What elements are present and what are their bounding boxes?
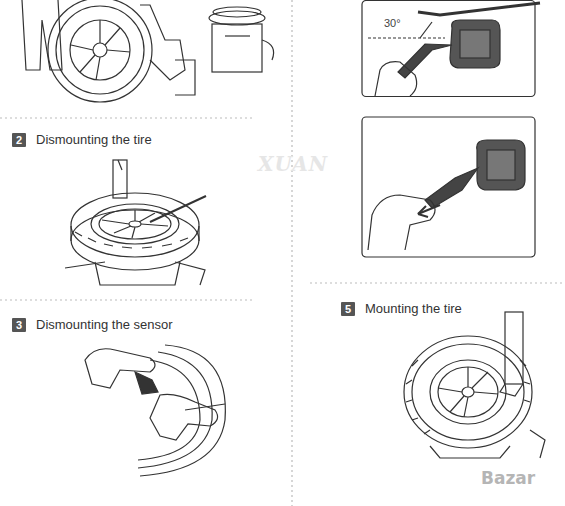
detail-panel: 30° <box>362 0 536 97</box>
callout-number: 3 <box>16 319 22 331</box>
watermark: Bazar <box>478 468 538 488</box>
callout-number: 5 <box>345 303 351 315</box>
angle-label: 30° <box>384 17 401 29</box>
callout-number: 2 <box>16 134 22 146</box>
step-title: Dismounting the tire <box>36 132 152 147</box>
step-badge: 5 <box>341 302 355 316</box>
step-title: Mounting the tire <box>365 301 462 316</box>
step-title: Dismounting the sensor <box>36 317 173 332</box>
step-badge: 3 <box>12 318 26 332</box>
step-badge: 2 <box>12 133 26 147</box>
watermark: XUAN <box>258 152 328 176</box>
